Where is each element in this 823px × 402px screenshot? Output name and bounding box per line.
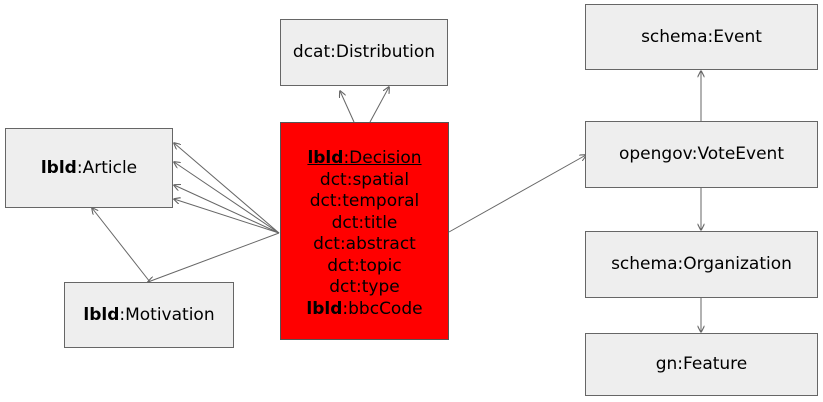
decision-property: dct:type (329, 277, 400, 297)
decision-property: dct:temporal (309, 191, 420, 211)
node-organization-label: schema:Organization (611, 254, 792, 274)
node-event: schema:Event (585, 4, 818, 70)
node-distribution-label: dcat:Distribution (292, 42, 436, 62)
node-motivation-local: :Motivation (119, 304, 215, 325)
decision-property: dct:spatial (319, 169, 410, 190)
edge-decision-distribution-2 (369, 87, 389, 123)
node-event-label: schema:Event (641, 26, 762, 47)
decision-property: dct:abstract (313, 234, 416, 254)
edge-motivation-article (92, 208, 151, 283)
edge-decision-article-3 (174, 185, 280, 234)
node-article-label: lbld:Article (40, 157, 138, 178)
decision-title-prefix: lbld (307, 148, 344, 168)
decision-title-local: :Decision (343, 148, 422, 168)
edge-decision-motivation (148, 232, 280, 282)
edge-decision-article-2 (174, 162, 280, 234)
edge-decision-article-4 (174, 199, 280, 234)
node-decision: lbld:Decision dct:spatial dct:temporal d… (280, 122, 449, 340)
decision-property: dct:topic (327, 255, 402, 276)
node-voteevent: opengov:VoteEvent (585, 121, 818, 188)
decision-bbccode-local: :bbcCode (342, 298, 423, 319)
node-organization: schema:Organization (585, 231, 818, 298)
edge-decision-article-1 (174, 143, 280, 234)
node-motivation: lbld:Motivation (64, 282, 234, 348)
node-article-local: :Article (76, 157, 138, 178)
edge-decision-voteevent (448, 155, 586, 233)
edge-decision-distribution-1 (340, 91, 355, 123)
node-article-prefix: lbld (40, 157, 77, 178)
node-feature: gn:Feature (585, 333, 818, 396)
node-feature-label: gn:Feature (655, 354, 748, 374)
decision-bbccode-prefix: lbld (306, 298, 343, 319)
node-motivation-label: lbld:Motivation (83, 304, 215, 325)
decision-property-bbccode: lbld:bbcCode (306, 299, 422, 321)
node-voteevent-label: opengov:VoteEvent (618, 144, 784, 164)
decision-title: lbld:Decision (307, 148, 421, 170)
node-motivation-prefix: lbld (83, 304, 120, 325)
node-article: lbld:Article (5, 128, 173, 208)
node-distribution: dcat:Distribution (280, 19, 448, 86)
decision-property: dct:title (331, 212, 398, 233)
